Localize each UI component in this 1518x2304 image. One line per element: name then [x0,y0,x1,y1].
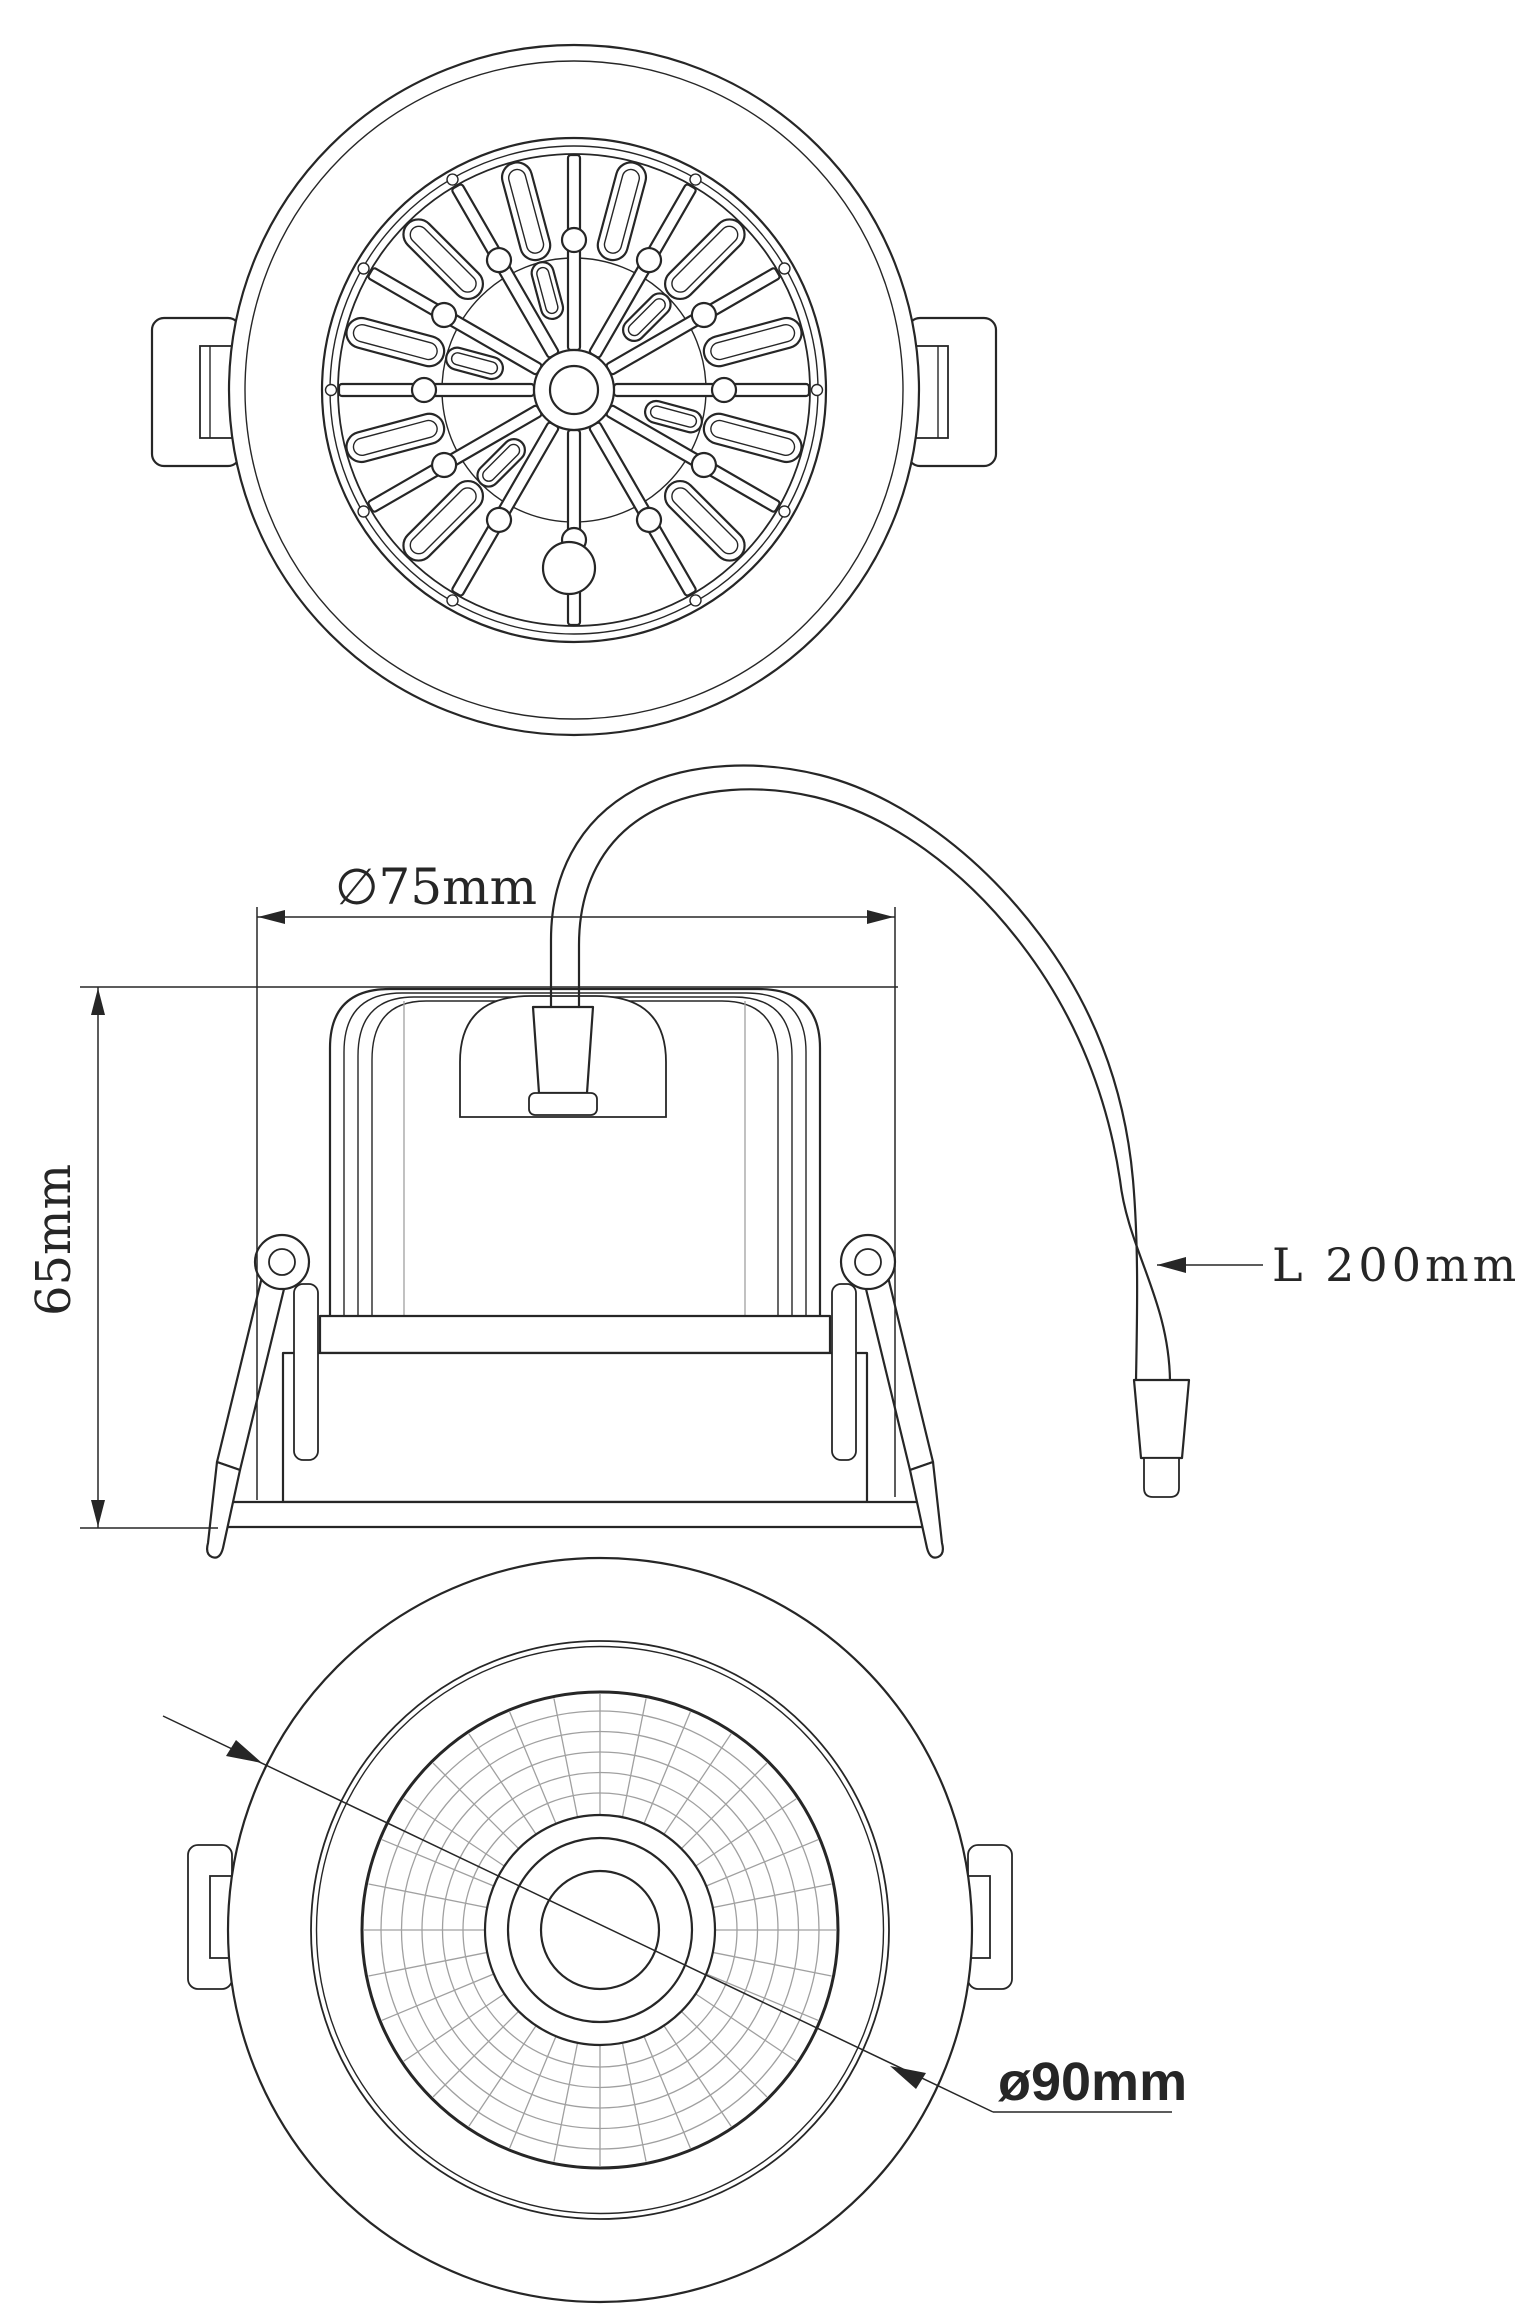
cable-gland [528,1005,598,1116]
dimension-cable-length: L 200mm [1157,1238,1518,1292]
hub-outer-circle [532,348,616,432]
cable-connector [1132,1378,1191,1498]
side-view-drawing: ∅75mm 65mm L 200mm [26,764,1518,1559]
dimension-height-65: 65mm [26,986,898,1529]
cob-ring-mid [506,1836,694,2024]
dim-arrow-cable [1157,1257,1186,1273]
bezel-inner-circle [244,60,904,720]
cob-chip-circle [539,1869,661,1991]
cob-ring-outer [483,1813,717,2047]
front-bezel-ring [310,1640,890,2220]
rear-view-drawing [150,43,998,737]
dimension-label-diameter-90: ø90mm [998,2052,1187,2112]
trim-flange [218,1500,932,1529]
dim-arrow-left [258,910,285,924]
front-tab-left [187,1844,233,1990]
front-tab-right [967,1844,1013,1990]
housing-body [281,1351,869,1504]
dimension-label-height-65: 65mm [26,1164,82,1316]
lens-grid [363,1693,837,2167]
housing-step [318,1314,832,1355]
dim-arrow-right [867,910,894,924]
dim-arrow-down [91,1500,105,1527]
cable [549,764,1172,1383]
front-bezel-ring-inner [315,1645,885,2215]
dim-arrow-diag-lower [890,2066,926,2089]
dimension-label-diameter-75: ∅75mm [335,858,537,916]
heatsink-rim-circle [320,136,828,644]
dimension-diameter-90: ø90mm [162,1715,1187,2113]
wire-hole-circle [541,540,597,596]
dimension-diameter-75: ∅75mm [256,858,896,1500]
front-view-drawing: ø90mm [162,1556,1187,2304]
dim-arrow-diag-upper [226,1740,262,1763]
lens-edge-circle [360,1690,840,2170]
dim-arrow-up [91,988,105,1015]
dimension-label-cable-length: L 200mm [1272,1238,1518,1292]
hub-inner-circle [548,364,600,416]
